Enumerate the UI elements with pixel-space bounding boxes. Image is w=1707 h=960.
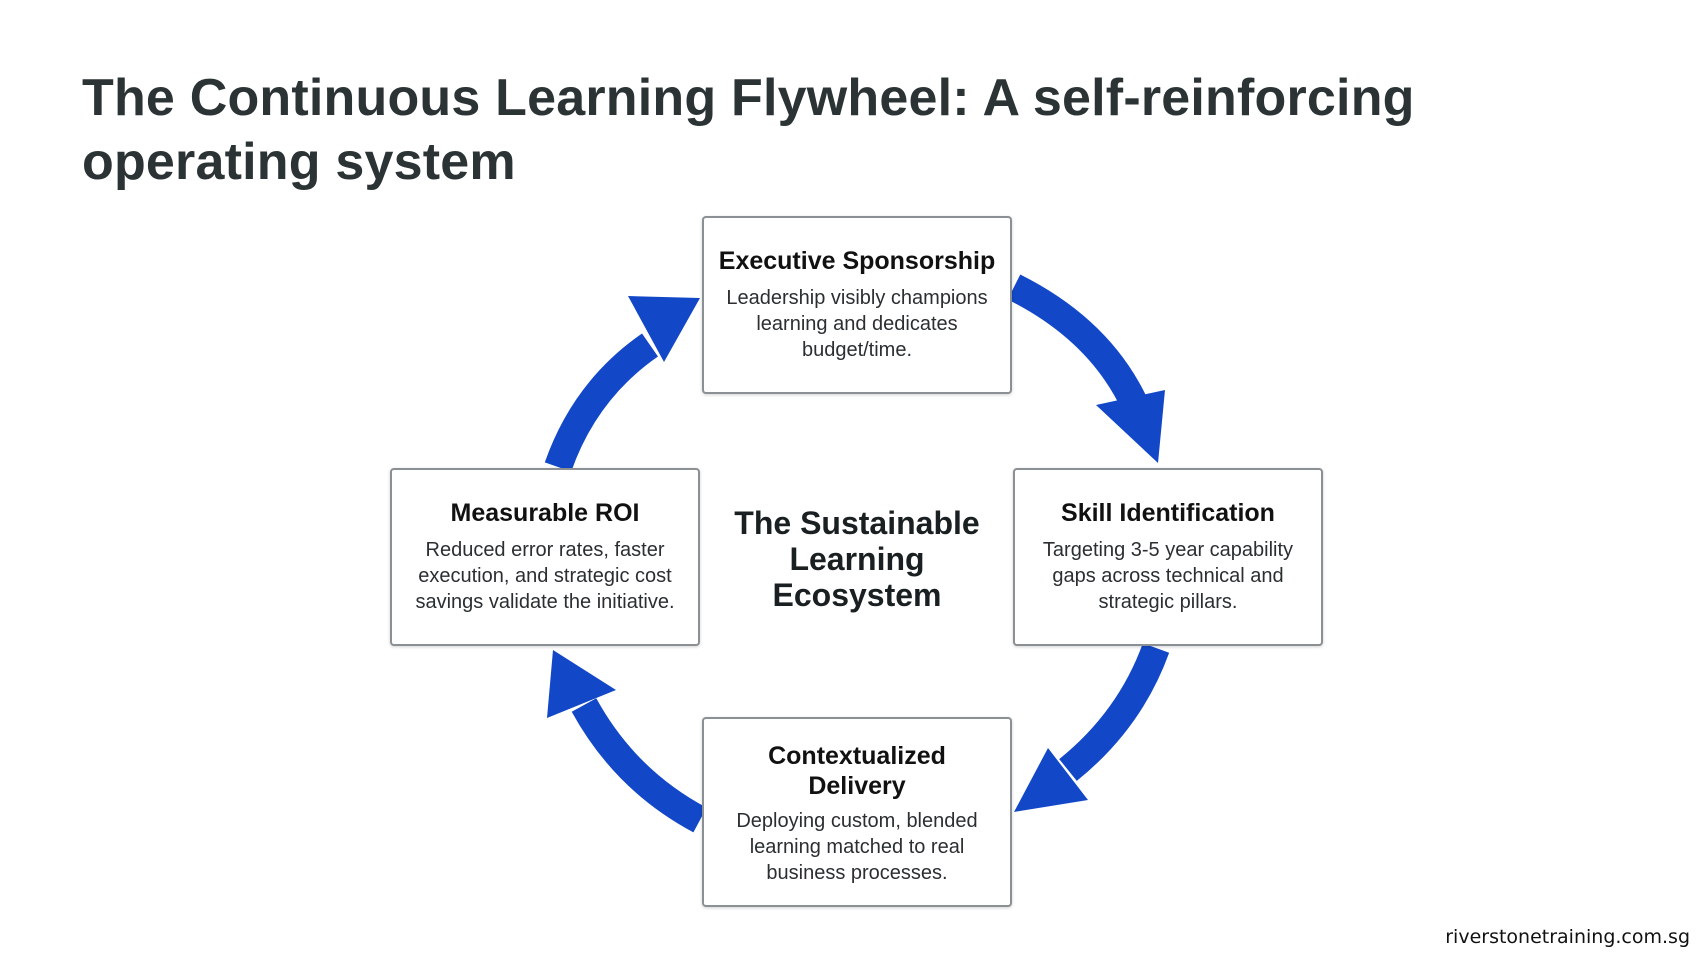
- arrow-roi-to-exec: [544, 296, 700, 472]
- node-description: Leadership visibly champions learning an…: [726, 287, 988, 361]
- node-title: Skill Identification: [1061, 499, 1275, 527]
- node-description: Reduced error rates, faster execution, a…: [415, 539, 675, 613]
- arrow-delivery-to-roi: [547, 650, 707, 833]
- center-label: The Sustainable Learning Ecosystem: [734, 505, 980, 613]
- node-executive-sponsorship: Executive Sponsorship Leadership visibly…: [702, 216, 1012, 394]
- node-skill-identification: Skill Identification Targeting 3-5 year …: [1013, 468, 1323, 646]
- node-title: Measurable ROI: [450, 499, 640, 527]
- page-title: The Continuous Learning Flywheel: A self…: [82, 69, 1415, 191]
- arrow-exec-to-skill: [1007, 274, 1165, 463]
- arrow-skill-to-delivery: [1014, 643, 1170, 812]
- node-measurable-roi: Measurable ROI Reduced error rates, fast…: [390, 468, 700, 646]
- node-description: Deploying custom, blended learning match…: [736, 810, 978, 884]
- node-title: Executive Sponsorship: [718, 247, 996, 275]
- node-title: Contextualized Delivery: [768, 742, 946, 800]
- node-contextualized-delivery: Contextualized Delivery Deploying custom…: [702, 717, 1012, 907]
- footer-website: riverstonetraining.com.sg: [1445, 926, 1690, 948]
- node-description: Targeting 3-5 year capability gaps acros…: [1042, 539, 1294, 613]
